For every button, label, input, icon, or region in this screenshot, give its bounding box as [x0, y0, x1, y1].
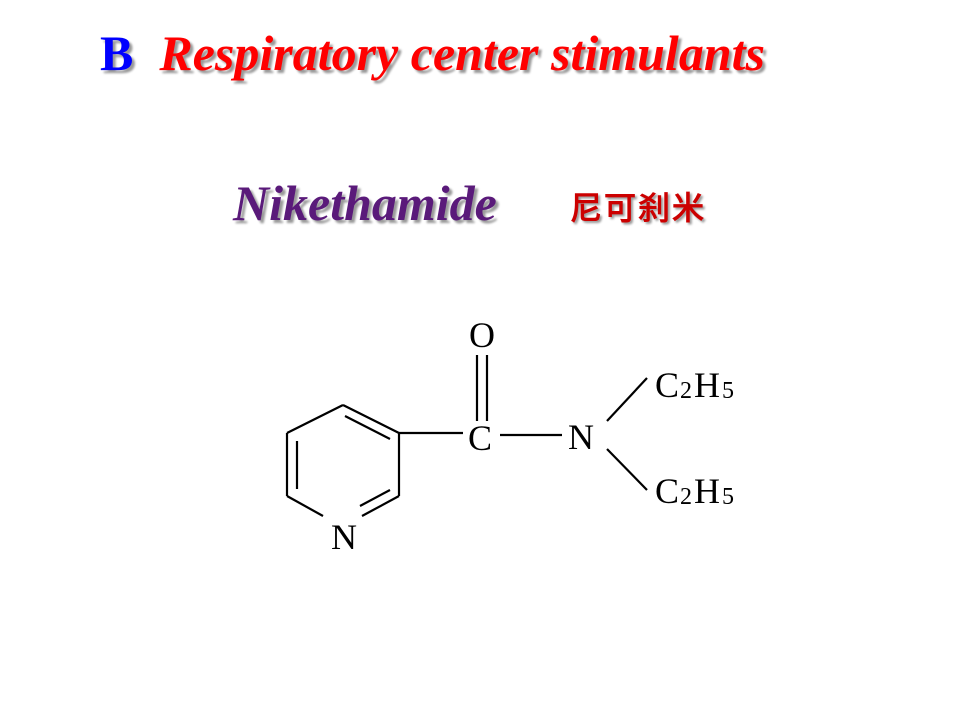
carbonyl-oxygen-label: O — [469, 315, 495, 355]
ring-bond-bottom-right — [361, 495, 400, 517]
carbonyl-carbon-label: C — [468, 418, 492, 458]
ethyl-top-carbon: C — [655, 365, 679, 405]
amide-nitrogen-label: N — [568, 417, 594, 457]
drug-name-chinese: 尼可刹米 — [570, 189, 707, 227]
ethyl-top-bond — [606, 377, 648, 422]
section-letter: B — [100, 25, 134, 81]
slide-title: B Respiratory center stimulants — [100, 28, 765, 78]
section-title: Respiratory center stimulants — [159, 25, 765, 81]
ethyl-group-top: C 2 H 5 — [655, 365, 734, 405]
ring-bond-top-right — [342, 404, 400, 434]
ethyl-bottom-carbon-subscript: 2 — [680, 484, 692, 510]
ring-bond-bottom-left — [286, 495, 324, 517]
ring-nitrogen-label: N — [331, 517, 357, 557]
drug-name: Nikethamide — [233, 175, 497, 231]
ethyl-bottom-hydrogen-subscript: 5 — [722, 484, 734, 510]
ethyl-bottom-hydrogen: H — [694, 471, 720, 511]
ring-bond-top-left — [286, 404, 344, 434]
ethyl-top-hydrogen: H — [694, 365, 720, 405]
ethyl-bottom-carbon: C — [655, 471, 679, 511]
pyridine-ring: N — [285, 404, 401, 557]
ethyl-top-hydrogen-subscript: 5 — [722, 378, 734, 404]
ethyl-bottom-bond — [606, 448, 648, 491]
ring-bond-bottom-right-inner — [359, 489, 391, 507]
carbonyl-group: C O — [468, 315, 495, 458]
ring-bond-top-right-inner — [344, 415, 391, 440]
ethyl-top-carbon-subscript: 2 — [680, 378, 692, 404]
ethyl-group-bottom: C 2 H 5 — [655, 471, 734, 511]
